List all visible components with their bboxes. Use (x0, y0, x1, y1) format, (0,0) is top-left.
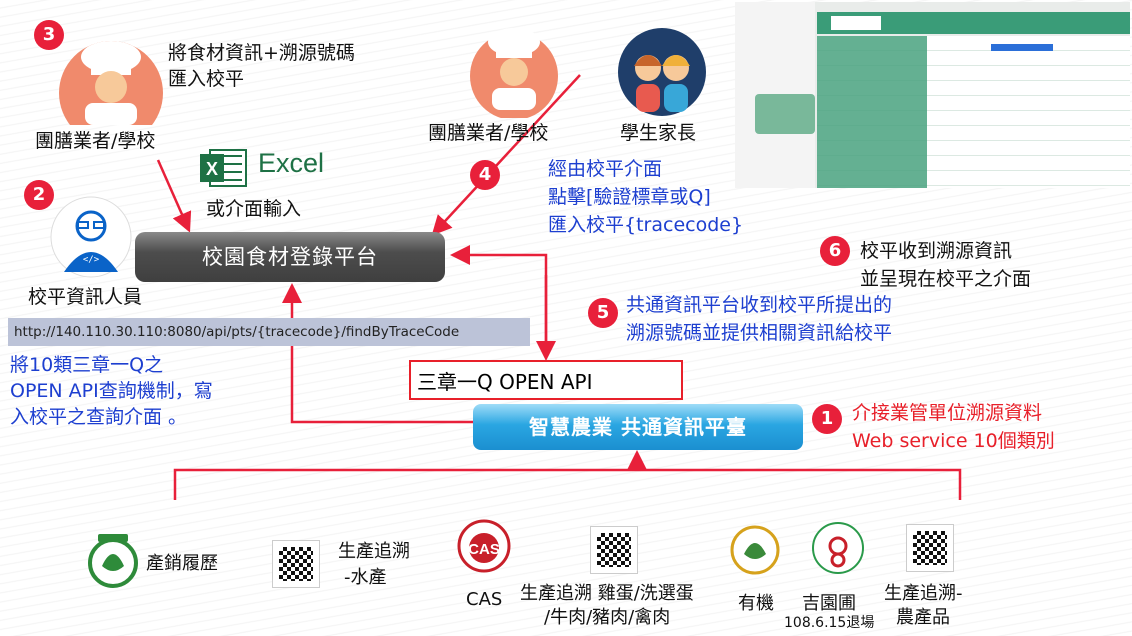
jiyuanpu-logo-icon (812, 522, 864, 574)
product-tap-label: 產銷履歷 (146, 553, 218, 574)
product-meat-label-1: 生產追溯 雞蛋/洗選蛋 (520, 583, 694, 604)
product-organic-label: 有機 (738, 593, 774, 614)
svg-text:</>: </> (83, 255, 100, 265)
trace-result-screenshot (735, 2, 1130, 188)
api-note-2: OPEN API查詢機制，寫 (10, 380, 213, 402)
step-5-text-2: 溯源號碼並提供相關資訊給校平 (626, 322, 893, 344)
smart-agri-platform: 智慧農業 共通資訊平臺 (473, 404, 803, 450)
product-meat-label-2: /牛肉/豬肉/禽肉 (544, 607, 671, 628)
product-agri-label-2: 農產品 (896, 607, 950, 628)
step-4-actor-2: 學生家長 (620, 122, 697, 144)
agri-qr-icon (906, 524, 954, 572)
step-4-text-2: 點擊[驗證標章或Q] (548, 186, 711, 208)
parent-student-icon (618, 28, 706, 116)
chef-icon (59, 41, 163, 125)
campus-food-platform: 校園食材登錄平台 (135, 232, 445, 282)
product-agri-label-1: 生產追溯- (884, 583, 963, 604)
tap-logo-icon (88, 534, 138, 588)
chef-2-icon (470, 28, 558, 118)
step-3-badge: 3 (34, 20, 64, 50)
organic-logo-icon (730, 525, 780, 575)
product-aqua-label-1: 生產追溯 (338, 541, 410, 562)
step-1-badge: 1 (812, 404, 842, 434)
step-3-text-2: 匯入校平 (168, 68, 245, 90)
step-6-text-2: 並呈現在校平之介面 (860, 268, 1032, 290)
step-4-text-3: 匯入校平{tracecode} (548, 214, 744, 236)
excel-icon: X (200, 149, 247, 187)
svg-text:X: X (206, 159, 218, 179)
api-note-1: 將10類三章一Q之 (10, 354, 164, 376)
product-cas-label: CAS (466, 589, 503, 610)
step-1-text-1: 介接業管單位溯源資料 (852, 402, 1043, 424)
step-2-badge: 2 (24, 180, 54, 210)
api-url: http://140.110.30.110:8080/api/pts/{trac… (8, 318, 530, 346)
step-6-badge: 6 (820, 236, 850, 266)
open-api-box: 三章一Q OPEN API (409, 360, 683, 400)
step-4-actor-1: 團膳業者/學校 (428, 122, 549, 144)
excel-label: Excel (258, 148, 325, 178)
product-jiyuanpu-label: 吉園圃 (802, 593, 856, 614)
excel-note: 或介面輸入 (206, 198, 302, 220)
it-staff-icon: </> (50, 196, 132, 278)
it-staff-label: 校平資訊人員 (28, 286, 143, 308)
product-aqua-label-2: -水產 (344, 567, 387, 588)
product-jiyuanpu-retired: 108.6.15退場 (784, 615, 875, 631)
aqua-qr-icon (272, 540, 320, 588)
step-5-badge: 5 (588, 298, 618, 328)
step-5-text-1: 共通資訊平台收到校平所提出的 (626, 294, 893, 316)
step-6-text-1: 校平收到溯源資訊 (860, 240, 1013, 262)
step-3-actor: 團膳業者/學校 (35, 130, 156, 152)
api-note-3: 入校平之查詢介面 。 (10, 406, 188, 428)
svg-text:CAS: CAS (468, 541, 500, 558)
step-1-text-2: Web service 10個類別 (852, 430, 1055, 452)
step-3-text-1: 將食材資訊+溯源號碼 (168, 42, 355, 64)
cas-logo-icon: CAS (457, 519, 511, 573)
meat-qr-icon (590, 526, 638, 574)
step-4-badge: 4 (470, 160, 500, 190)
step-4-text-1: 經由校平介面 (548, 158, 663, 180)
